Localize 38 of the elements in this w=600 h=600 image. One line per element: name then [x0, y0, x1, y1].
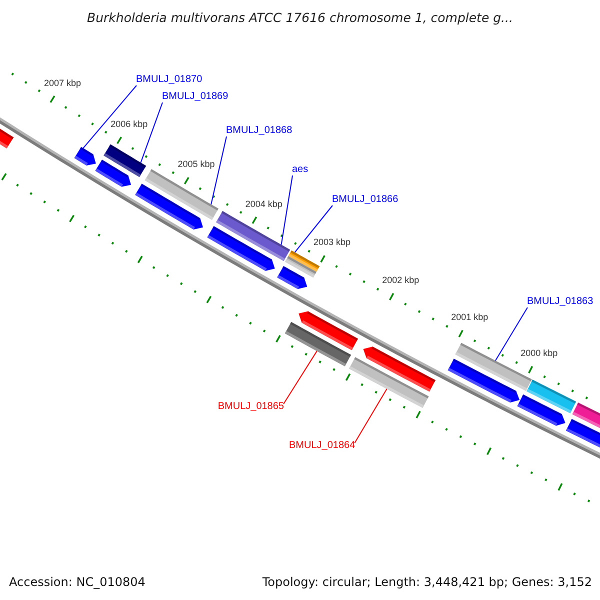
leader-line [354, 388, 388, 444]
leader-line [283, 350, 318, 404]
gene-label: BMULJ_01868 [226, 125, 292, 137]
gene-feature [74, 146, 96, 166]
leader-line [280, 175, 293, 246]
gene-feature [284, 322, 352, 366]
tick-label: 2007 kbp [44, 78, 82, 88]
gene-label: BMULJ_01865 [218, 401, 284, 413]
tick-label: 2002 kbp [382, 274, 420, 285]
gene-label: BMULJ_01866 [332, 194, 398, 206]
genome-stats-text: Topology: circular; Length: 3,448,421 bp; Genes: 3,152 [262, 575, 592, 589]
tick-label: 2004 kbp [245, 198, 282, 209]
leader-line [140, 102, 163, 164]
leader-line [294, 205, 333, 253]
tick-label: 2003 kbp [314, 237, 351, 248]
gene-feature [135, 184, 203, 230]
gene-feature [95, 160, 132, 187]
gene-feature [277, 266, 308, 290]
leader-line [210, 136, 227, 205]
tick-label: 2001 kbp [451, 312, 488, 322]
gene-label: BMULJ_01864 [289, 440, 356, 452]
gene-feature [517, 394, 566, 426]
gene-label: BMULJ_01863 [527, 296, 594, 308]
leader-line [494, 307, 528, 362]
gene-feature [448, 358, 520, 403]
gene-label: aes [292, 164, 308, 176]
gene-feature [207, 226, 275, 271]
leader-line [82, 85, 137, 149]
gene-feature [349, 357, 429, 408]
tick-label: 2005 kbp [178, 159, 215, 170]
tick-label: 2006 kbp [110, 119, 148, 130]
gene-label: BMULJ_01869 [162, 91, 228, 103]
gene-feature [566, 419, 600, 448]
gene-label: BMULJ_01870 [136, 74, 202, 86]
map-title: Burkholderia multivorans ATCC 17616 chromosome 1, complete g... [87, 10, 513, 26]
gene-feature [0, 128, 14, 148]
accession-text: Accession: NC_010804 [9, 575, 146, 589]
tick-label: 2000 kbp [520, 348, 558, 358]
